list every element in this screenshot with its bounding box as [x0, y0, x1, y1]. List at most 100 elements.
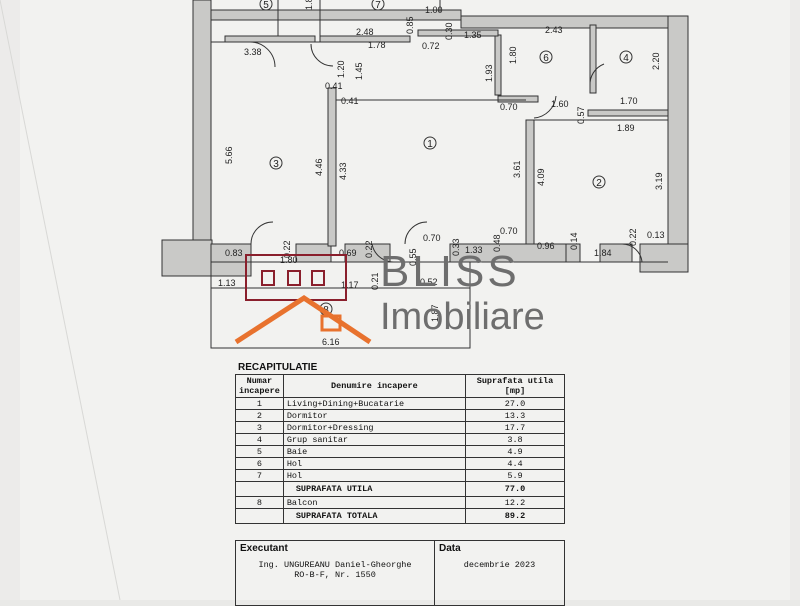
logo-brand-name: BLISS — [380, 247, 520, 296]
dimension-label: 3.19 — [654, 172, 664, 190]
dimension-label: 1.13 — [218, 278, 236, 288]
interior-lines — [211, 0, 668, 263]
table-row: 6 Hol 4.4 — [235, 457, 565, 470]
dimension-label: 1.78 — [368, 40, 386, 50]
dimension-label: 1.80 — [508, 46, 518, 64]
date-label: Data — [439, 543, 461, 554]
dimension-label: 4.46 — [314, 158, 324, 176]
recap-table: Numar incapere Denumire incapere Suprafa… — [235, 374, 565, 524]
dimension-label: 0.69 — [339, 248, 357, 258]
dimension-label: 1.84 — [594, 248, 612, 258]
table-row: 4 Grup sanitar 3.8 — [235, 433, 565, 446]
recap-header-row: Numar incapere Denumire incapere Suprafa… — [235, 374, 565, 398]
room-nr-cell: 4 — [235, 433, 284, 446]
total-area-row: SUPRAFATA TOTALA 89.2 — [235, 508, 565, 524]
dimension-label: 0.22 — [282, 240, 292, 258]
executant-cell: Executant Ing. UNGUREANU Daniel-Gheorghe… — [235, 540, 435, 606]
total-area-label: SUPRAFATA TOTALA — [282, 508, 467, 524]
date-value: decembrie 2023 — [463, 560, 536, 570]
dimension-label: 1.80 — [280, 255, 298, 265]
dimension-label: 0.21 — [370, 272, 380, 290]
room-area-cell: 17.7 — [465, 421, 565, 434]
table-row: 1 Living+Dining+Bucatarie 27.0 — [235, 397, 565, 410]
room-name-cell: Dormitor+Dressing — [282, 421, 467, 434]
dimension-label: 3.61 — [512, 160, 522, 178]
table-row: 5 Baie 4.9 — [235, 445, 565, 458]
room-name-cell: Living+Dining+Bucatarie — [282, 397, 467, 410]
room-nr-cell: 3 — [235, 421, 284, 434]
dimension-label: 1.87 — [430, 304, 440, 322]
bliss-logo-text: BLISS Imobiliare — [380, 247, 545, 338]
logo-house-outline — [245, 254, 347, 301]
room-name-cell: Dormitor — [282, 409, 467, 422]
logo-window-icon — [311, 270, 325, 286]
room-name-cell: Baie — [282, 445, 467, 458]
dimension-label: 0.96 — [537, 241, 555, 251]
balcony-row: 8 Balcon 12.2 — [235, 496, 565, 509]
dimension-label: 1.45 — [354, 62, 364, 80]
room-number: 4 — [623, 53, 629, 64]
room-number: 7 — [375, 0, 381, 11]
logo-door-icon — [320, 314, 342, 332]
room-name-cell: Balcon — [282, 496, 467, 509]
room-area-cell: 4.4 — [465, 457, 565, 470]
dimension-label: 0.83 — [225, 248, 243, 258]
logo-brand-subtitle: Imobiliare — [380, 296, 545, 338]
dimension-label: 0.55 — [408, 248, 418, 266]
dimension-labels: 1.80 1.00 0.85 2.48 1.78 0.72 0.30 1.35 … — [218, 0, 665, 347]
dimension-label: 0.52 — [420, 277, 438, 287]
header-room-number: Numar incapere — [235, 374, 284, 398]
room-area-cell: 5.9 — [465, 469, 565, 482]
dimension-label: 0.41 — [341, 96, 359, 106]
dimension-label: 0.22 — [628, 228, 638, 246]
dimension-label: 0.70 — [423, 233, 441, 243]
dimension-label: 0.85 — [405, 16, 415, 34]
executant-registration: RO-B-F, Nr. 1550 — [294, 570, 376, 580]
room-nr-cell: 1 — [235, 397, 284, 410]
dimension-label: 0.57 — [576, 106, 586, 124]
dimension-label: 1.80 — [304, 0, 314, 10]
logo-window-icon — [261, 270, 275, 286]
room-name-cell: Grup sanitar — [282, 433, 467, 446]
room-name-cell: Hol — [282, 457, 467, 470]
room-number: 1 — [427, 139, 433, 150]
dimension-label: 0.33 — [451, 238, 461, 256]
total-area-value: 89.2 — [465, 508, 565, 524]
useful-area-row: SUPRAFATA UTILA 77.0 — [235, 481, 565, 497]
dimension-label: 1.89 — [617, 123, 635, 133]
dimension-label: 0.41 — [325, 81, 343, 91]
room-nr-cell: 6 — [235, 457, 284, 470]
dimension-label: 0.14 — [569, 232, 579, 250]
useful-area-label: SUPRAFATA UTILA — [282, 481, 467, 497]
room-area-cell: 13.3 — [465, 409, 565, 422]
empty-cell — [235, 481, 284, 497]
executant-name: Ing. UNGUREANU Daniel-Gheorghe — [258, 560, 412, 570]
room-nr-cell: 2 — [235, 409, 284, 422]
dimension-label: 0.22 — [364, 240, 374, 258]
recap-title: RECAPITULATIE — [238, 362, 318, 373]
table-row: 3 Dormitor+Dressing 17.7 — [235, 421, 565, 434]
empty-cell — [235, 508, 284, 524]
walls — [161, 0, 689, 277]
header-room-name: Denumire incapere — [282, 374, 467, 398]
room-number: 2 — [596, 178, 602, 189]
logo-roof-icon — [234, 295, 372, 345]
paper-fold — [0, 0, 121, 600]
dimension-label: 1.17 — [341, 280, 359, 290]
dimension-label: 1.70 — [620, 96, 638, 106]
room-nr-cell: 8 — [235, 496, 284, 509]
dimension-label: 1.60 — [551, 99, 569, 109]
useful-area-value: 77.0 — [465, 481, 565, 497]
dimension-label: 1.00 — [425, 5, 443, 15]
dimension-label: 1.20 — [336, 60, 346, 78]
dimension-label: 0.72 — [422, 41, 440, 51]
header-area: Suprafata utila [mp] — [465, 374, 565, 398]
dimension-label: 0.48 — [492, 234, 502, 252]
dimension-label: 3.38 — [244, 47, 262, 57]
dimension-label: 5.66 — [224, 146, 234, 164]
room-area-cell: 27.0 — [465, 397, 565, 410]
room-nr-cell: 5 — [235, 445, 284, 458]
executant-table: Executant Ing. UNGUREANU Daniel-Gheorghe… — [235, 540, 565, 606]
dimension-label: 1.33 — [465, 245, 483, 255]
dimension-label: 1.35 — [464, 30, 482, 40]
